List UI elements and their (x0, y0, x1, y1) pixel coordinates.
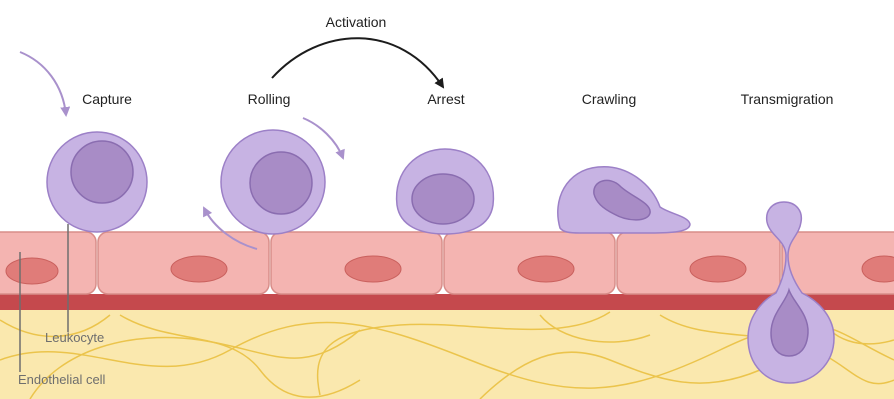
rolling-stage (204, 118, 343, 249)
endothelial-cell-callout: Endothelial cell (18, 372, 106, 387)
endothelial-nucleus (690, 256, 746, 282)
capture-arrow (20, 52, 66, 115)
crawling-stage (558, 167, 690, 233)
leukocyte-rolling-nucleus (250, 152, 312, 214)
stage-label-rolling: Rolling (248, 91, 291, 107)
capture-stage (20, 52, 147, 232)
stage-label-transmigration: Transmigration (741, 91, 834, 107)
activation-label: Activation (326, 14, 387, 30)
leukocyte-capture-nucleus (71, 141, 133, 203)
endothelial-nucleus (518, 256, 574, 282)
endothelial-nucleus (345, 256, 401, 282)
leukocyte-callout: Leukocyte (45, 330, 104, 345)
arrest-stage (397, 149, 494, 234)
leukocyte-arrest-nucleus (412, 174, 474, 224)
endothelial-layer (0, 232, 894, 294)
stage-label-capture: Capture (82, 91, 132, 107)
activation-arrow (272, 38, 443, 87)
endothelial-nucleus (171, 256, 227, 282)
stage-label-arrest: Arrest (427, 91, 464, 107)
endothelial-nucleus (6, 258, 58, 284)
stage-label-crawling: Crawling (582, 91, 636, 107)
